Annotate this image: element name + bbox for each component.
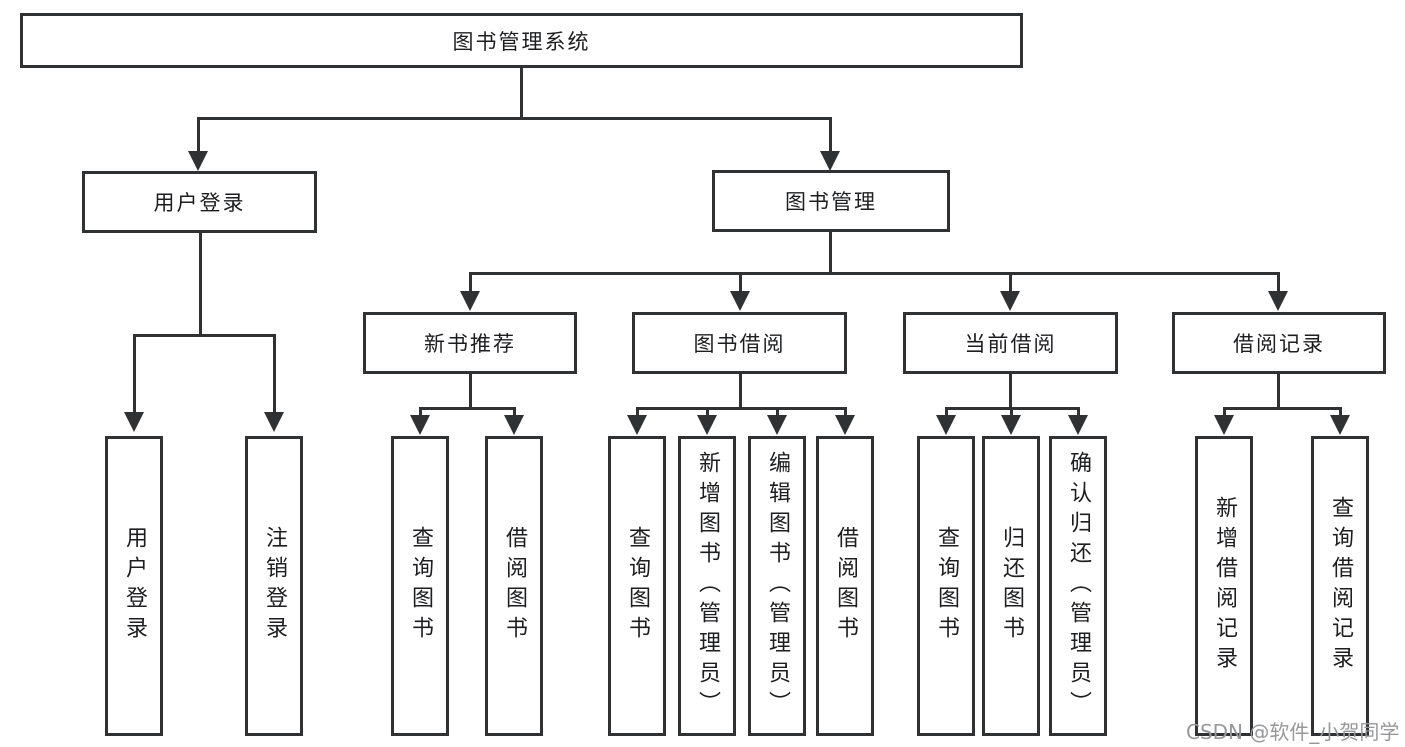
node-book-management-label: 图书管理 [785, 190, 877, 214]
connector-line [1222, 408, 1226, 416]
connector-line [775, 408, 779, 416]
node-user-login-label: 用户登录 [153, 191, 246, 215]
leaf-query-books-3: 查询图书 [917, 436, 975, 736]
leaf-add-books-admin: 新增图书（管理员） [678, 436, 736, 736]
arrowhead-down-icon [936, 415, 956, 435]
node-book-borrow: 图书借阅 [632, 312, 847, 374]
connector-line [1008, 273, 1012, 293]
connector-line [1276, 374, 1280, 408]
leaf-confirm-return-admin: 确认归还（管理员） [1049, 436, 1107, 736]
connector-line [1222, 406, 1342, 410]
arrowhead-down-icon [124, 412, 144, 432]
leaf-label: 查询图书 [625, 526, 650, 646]
node-new-book-recommend: 新书推荐 [363, 312, 577, 374]
connector-line [468, 374, 472, 408]
leaf-add-borrow-record: 新增借阅记录 [1195, 436, 1253, 736]
arrowhead-down-icon [460, 291, 480, 311]
node-current-borrow-label: 当前借阅 [964, 332, 1057, 356]
node-root-label: 图书管理系统 [452, 29, 591, 54]
arrowhead-down-icon [1001, 415, 1021, 435]
connector-line [132, 335, 136, 413]
arrowhead-down-icon [730, 291, 750, 311]
node-current-borrow: 当前借阅 [903, 312, 1118, 374]
connector-line [519, 68, 523, 118]
arrowhead-down-icon [264, 412, 284, 432]
node-user-login: 用户登录 [82, 171, 317, 233]
arrowhead-down-icon [820, 151, 840, 171]
arrowhead-down-icon [627, 415, 647, 435]
leaf-label: 借阅图书 [502, 526, 527, 646]
connector-line [738, 273, 742, 293]
connector-line [418, 408, 422, 416]
csdn-watermark: CSDN @软件_小贺同学 [1186, 720, 1400, 744]
connector-line [272, 335, 276, 413]
connector-line [1276, 273, 1280, 293]
arrowhead-down-icon [1068, 415, 1088, 435]
leaf-edit-books-admin: 编辑图书（管理员） [748, 436, 806, 736]
node-new-book-recommend-label: 新书推荐 [424, 332, 516, 356]
connector-line [512, 408, 516, 416]
leaf-label: 借阅图书 [833, 526, 858, 646]
connector-line [635, 408, 639, 416]
leaf-logout: 注销登录 [245, 436, 303, 736]
connector-line [635, 406, 847, 410]
node-book-borrow-label: 图书借阅 [693, 332, 786, 356]
leaf-borrow-books-2: 借阅图书 [816, 436, 874, 736]
arrowhead-down-icon [697, 415, 717, 435]
leaf-label: 确认归还（管理员） [1066, 451, 1091, 721]
arrowhead-down-icon [504, 415, 524, 435]
arrowhead-down-icon [188, 151, 208, 171]
connector-line [418, 406, 516, 410]
connector-line [132, 333, 276, 337]
connector-line [196, 118, 200, 153]
connector-line [1009, 408, 1013, 416]
connector-line [705, 408, 709, 416]
leaf-label: 查询借阅记录 [1328, 496, 1353, 676]
leaf-return-books: 归还图书 [982, 436, 1040, 736]
connector-line [468, 273, 472, 293]
connector-line [738, 374, 742, 408]
arrowhead-down-icon [1330, 415, 1350, 435]
arrowhead-down-icon [1214, 415, 1234, 435]
arrowhead-down-icon [1268, 291, 1288, 311]
leaf-label: 归还图书 [999, 526, 1024, 646]
connector-line [1076, 408, 1080, 416]
arrowhead-down-icon [1000, 291, 1020, 311]
node-root: 图书管理系统 [20, 13, 1023, 68]
node-borrow-records: 借阅记录 [1172, 312, 1386, 374]
leaf-label: 注销登录 [262, 526, 287, 646]
connector-line [196, 116, 832, 120]
leaf-label: 编辑图书（管理员） [765, 451, 790, 721]
leaf-label: 查询图书 [934, 526, 959, 646]
leaf-query-borrow-record: 查询借阅记录 [1311, 436, 1369, 736]
leaf-query-books-2: 查询图书 [608, 436, 666, 736]
arrowhead-down-icon [410, 415, 430, 435]
leaf-label: 新增借阅记录 [1212, 496, 1237, 676]
connector-line [828, 118, 832, 153]
leaf-query-books-1: 查询图书 [391, 436, 449, 736]
connector-line [944, 408, 948, 416]
leaf-borrow-books-1: 借阅图书 [485, 436, 543, 736]
connector-line [468, 271, 1280, 275]
connector-line [1008, 374, 1012, 408]
node-book-management: 图书管理 [712, 170, 950, 232]
node-borrow-records-label: 借阅记录 [1233, 332, 1325, 356]
arrowhead-down-icon [835, 415, 855, 435]
connector-line [198, 233, 202, 335]
leaf-user-login: 用户登录 [105, 436, 163, 736]
arrowhead-down-icon [767, 415, 787, 435]
leaf-label: 用户登录 [122, 526, 147, 646]
leaf-label: 查询图书 [408, 526, 433, 646]
leaf-label: 新增图书（管理员） [695, 451, 720, 721]
connector-line [1338, 408, 1342, 416]
connector-line [828, 232, 832, 273]
connector-line [843, 408, 847, 416]
